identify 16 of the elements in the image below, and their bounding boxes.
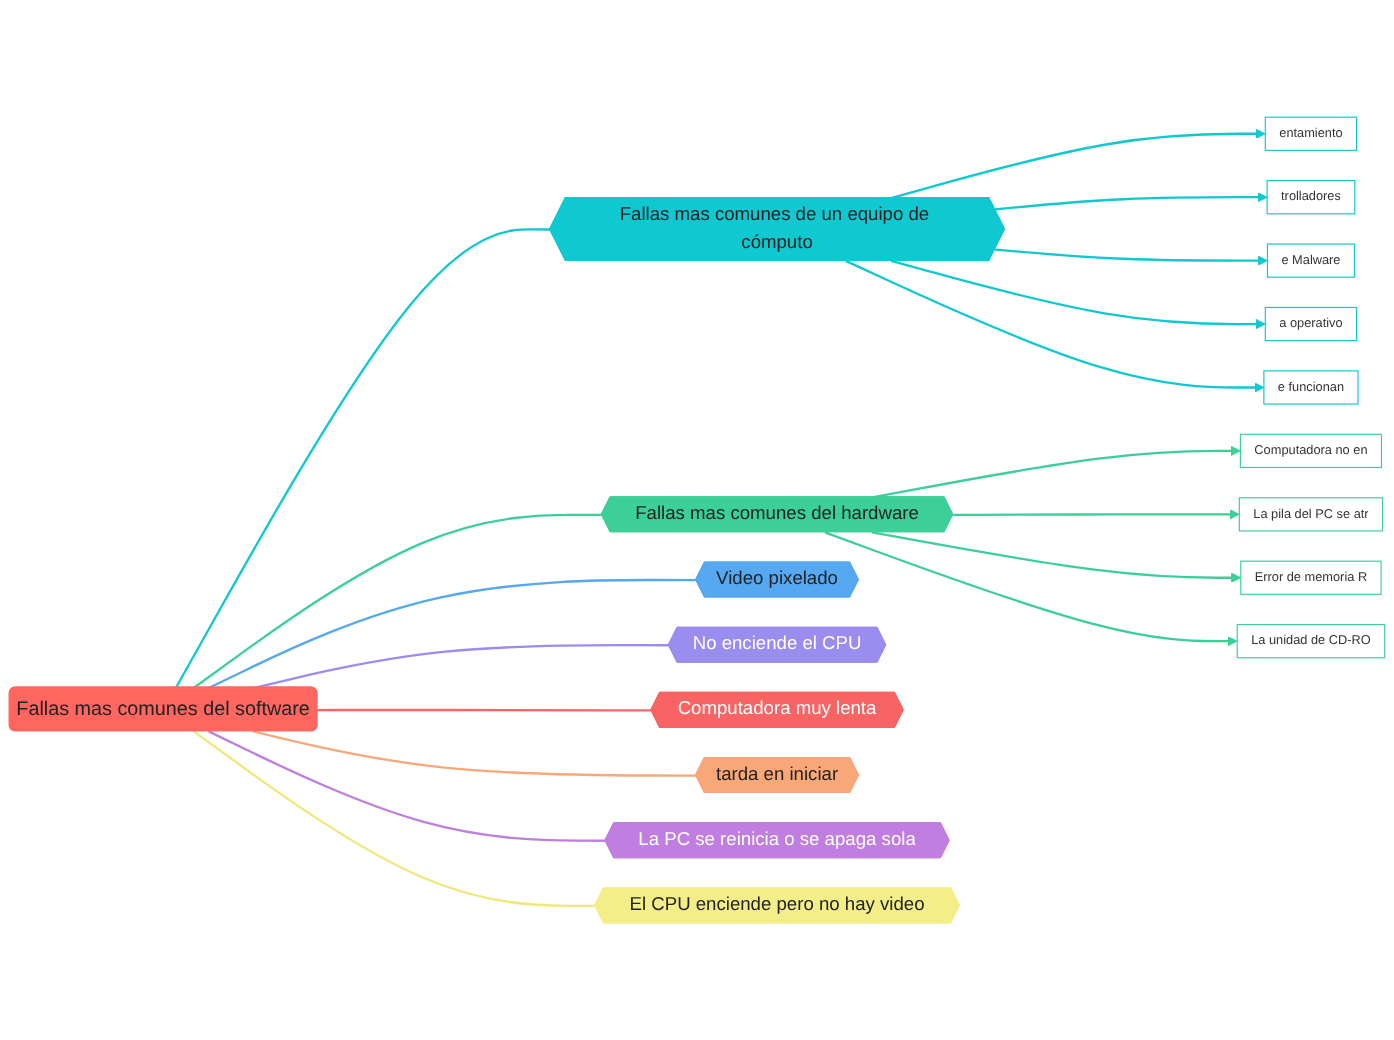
connector [317, 708, 652, 712]
connector [174, 228, 551, 689]
arrow [994, 248, 1268, 266]
connector [193, 730, 596, 908]
connector [252, 730, 697, 777]
connector [255, 643, 670, 689]
arrow [824, 531, 1238, 647]
connector [208, 578, 697, 689]
connector [208, 730, 606, 842]
connector [193, 513, 603, 689]
arrow [890, 259, 1266, 330]
arrow [872, 531, 1242, 583]
arrow [994, 192, 1268, 211]
arrow [890, 128, 1266, 200]
arrow [953, 509, 1240, 520]
arrow [845, 259, 1265, 393]
